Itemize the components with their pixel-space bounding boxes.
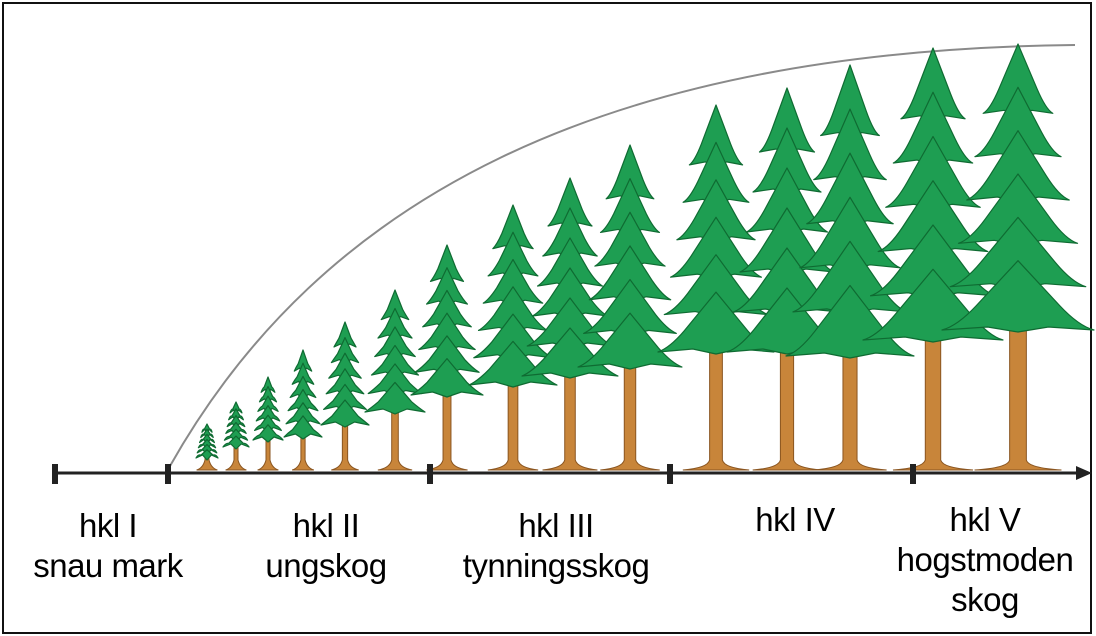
tree-trunk — [225, 436, 247, 471]
age-class-description: skog — [951, 581, 1019, 618]
tree-trunk — [974, 319, 1062, 471]
spruce-tree-icon — [657, 104, 775, 471]
tree-trunk — [813, 345, 887, 471]
tree-trunk — [377, 401, 413, 471]
tree-crown-tier — [941, 260, 1095, 333]
spruce-tree-icon — [468, 204, 558, 471]
spruce-tree-icon — [941, 43, 1095, 471]
age-class-description: ungskog — [265, 547, 387, 584]
tree-crown-tier — [364, 381, 426, 415]
age-class-description: hogstmoden — [896, 541, 1074, 578]
age-class-label-5: hkl V hogstmoden skog — [897, 500, 1074, 620]
arrow-right-icon — [1076, 466, 1092, 480]
spruce-tree-icon — [577, 144, 683, 471]
tree-trunk — [257, 429, 279, 471]
tree-row — [195, 43, 1095, 471]
spruce-tree-icon — [252, 376, 284, 471]
tree-crown-tier — [468, 340, 558, 388]
age-class-label-4: hkl IV — [755, 500, 835, 540]
axis-ticks — [52, 464, 916, 484]
age-class-description: snau mark — [33, 547, 183, 584]
tree-trunk — [682, 341, 750, 471]
age-class-label-1: hkl I snau mark — [33, 506, 183, 586]
age-class-name: hkl III — [518, 507, 594, 544]
tree-trunk — [331, 414, 359, 471]
age-class-label-3: hkl III tynningsskog — [463, 506, 650, 586]
spruce-tree-icon — [222, 401, 250, 471]
tree-crown-tier — [283, 415, 323, 440]
spruce-tree-icon — [195, 423, 219, 471]
age-class-label-2: hkl II ungskog — [265, 506, 387, 586]
tree-trunk — [487, 374, 539, 471]
age-class-name: hkl I — [78, 507, 138, 544]
spruce-tree-icon — [320, 321, 370, 471]
tree-trunk — [752, 341, 822, 471]
tree-crown-tier — [577, 312, 683, 370]
tree-trunk — [291, 426, 315, 471]
tree-trunk — [600, 356, 660, 471]
spruce-tree-icon — [283, 349, 323, 471]
tree-trunk — [426, 384, 468, 471]
spruce-tree-icon — [521, 177, 619, 471]
spruce-tree-icon — [364, 289, 426, 471]
tree-crown-tier — [410, 358, 484, 398]
tree-trunk — [542, 365, 598, 471]
axis-tick — [910, 464, 916, 484]
tree-crown-tier — [195, 449, 219, 461]
tree-trunk — [892, 329, 974, 471]
spruce-tree-icon — [785, 64, 915, 471]
axis-tick — [52, 464, 58, 484]
age-class-description: tynningsskog — [462, 547, 650, 584]
age-class-name: hkl V — [949, 501, 1021, 538]
axis-tick — [165, 464, 171, 484]
age-class-name: hkl IV — [755, 501, 835, 538]
tree-crown-tier — [222, 435, 250, 450]
spruce-tree-icon — [410, 244, 484, 471]
tree-crown-tier — [320, 399, 370, 428]
tree-crown-tier — [785, 284, 915, 359]
age-class-name: hkl II — [292, 507, 360, 544]
axis-tick — [667, 464, 673, 484]
growth-curve — [169, 44, 1076, 467]
axis-tick — [427, 464, 433, 484]
tree-crown-tier — [252, 424, 284, 443]
